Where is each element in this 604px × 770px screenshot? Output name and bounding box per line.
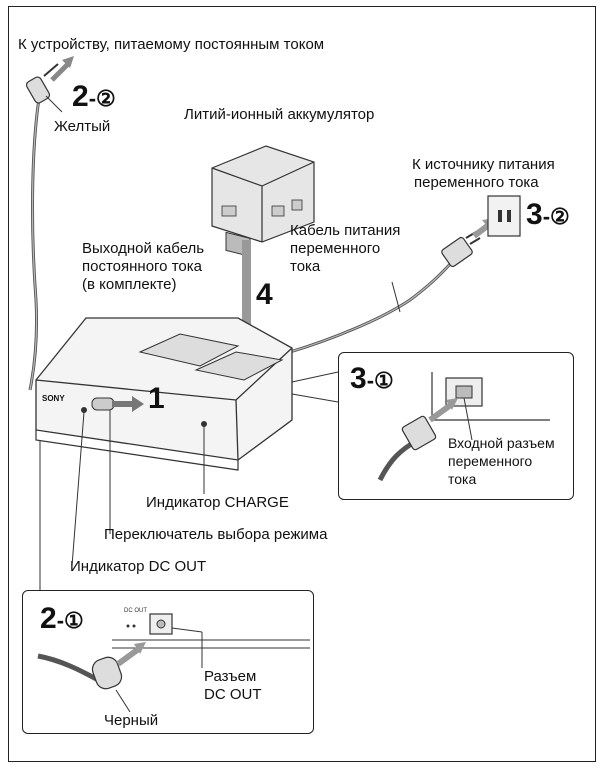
ac-source-label-1: К источнику питания [412, 156, 555, 173]
yellow-label: Желтый [54, 118, 111, 135]
charge-indicator-label: Индикатор CHARGE [146, 494, 289, 511]
dcout-indicator-label: Индикатор DC OUT [70, 558, 207, 575]
brand-logo: SONY [42, 394, 65, 403]
dc-cable-label-1: Выходной кабель [82, 240, 205, 257]
step-2-2: 2-② [72, 80, 116, 113]
dc-device-label: К устройству, питаемому постоянным током [18, 36, 325, 53]
step-4: 4 [256, 278, 273, 311]
ac-source-label-2: переменного тока [414, 174, 539, 191]
ac-input-label-1: Входной разъем [448, 435, 555, 451]
dc-cable-label-3: (в комплекте) [82, 276, 177, 293]
battery [211, 145, 315, 257]
ac-cable-label-3: тока [290, 258, 321, 275]
step-3-1: 3-① [350, 362, 394, 395]
dcout-jack-label-2: DC OUT [204, 686, 262, 703]
ac-plug [441, 231, 481, 268]
ac-cable-label-1: Кабель питания [290, 222, 401, 239]
step-1: 1 [148, 382, 165, 415]
dc-plug-yellow [25, 63, 59, 104]
dc-cable-label-2: постоянного тока [82, 258, 202, 275]
black-label: Черный [104, 712, 159, 729]
step-3-2: 3-② [526, 198, 570, 231]
insert-arrow [242, 240, 251, 360]
diagram-frame [8, 6, 596, 762]
ac-input-label-2: переменного [448, 453, 533, 469]
ac-cable-label-2: переменного [290, 240, 381, 257]
charger-body [35, 317, 293, 471]
wall-outlet [487, 195, 521, 237]
step-2-1: 2-① [40, 602, 84, 635]
ac-input-label-3: тока [448, 471, 477, 487]
battery-label: Литий-ионный аккумулятор [184, 106, 375, 123]
dcout-jack-label-1: Разъем [204, 668, 257, 685]
mode-switch-label: Переключатель выбора режима [104, 526, 328, 543]
